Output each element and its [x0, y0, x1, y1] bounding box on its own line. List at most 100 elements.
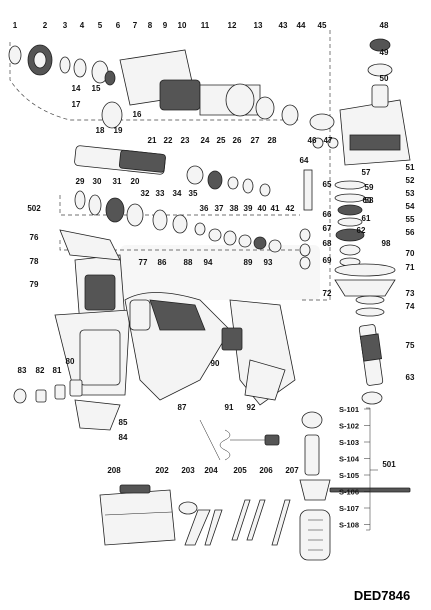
callout-30: 30 — [93, 177, 102, 186]
callout-85: 85 — [119, 418, 128, 427]
callout-8: 8 — [148, 21, 153, 30]
callout-88: 88 — [184, 258, 193, 267]
callout-24: 24 — [201, 136, 210, 145]
callout-9: 9 — [163, 21, 168, 30]
callout-501: 501 — [382, 460, 396, 469]
callout-98: 98 — [382, 239, 391, 248]
watermark — [120, 245, 320, 300]
callout-20: 20 — [131, 177, 140, 186]
callout-3: 3 — [63, 21, 68, 30]
callout-13: 13 — [254, 21, 263, 30]
callout-45: 45 — [318, 21, 327, 30]
callout-19: 19 — [114, 126, 123, 135]
callout-80: 80 — [66, 357, 75, 366]
model-code: DED7846 — [354, 588, 410, 603]
side-handle-kit — [299, 411, 411, 561]
callout-93: 93 — [264, 258, 273, 267]
callout-86: 86 — [158, 258, 167, 267]
callout-74: 74 — [406, 302, 415, 311]
callout-2: 2 — [43, 21, 48, 30]
guide-lower — [59, 240, 300, 251]
callout-34: 34 — [173, 189, 182, 198]
callout-64: 64 — [300, 156, 309, 165]
callout-12: 12 — [228, 21, 237, 30]
stator-housing — [54, 229, 131, 396]
callout-6: 6 — [116, 21, 121, 30]
callout-49: 49 — [380, 48, 389, 57]
callout-32: 32 — [141, 189, 150, 198]
callout-37: 37 — [215, 204, 224, 213]
side-kit-label-s-105: S-105 — [339, 471, 359, 480]
callout-55: 55 — [406, 215, 415, 224]
callout-203: 203 — [181, 466, 195, 475]
callout-63: 63 — [406, 373, 415, 382]
callout-11: 11 — [201, 21, 210, 30]
callout-7: 7 — [133, 21, 138, 30]
callout-205: 205 — [233, 466, 247, 475]
callout-87: 87 — [178, 403, 187, 412]
side-kit-label-s-107: S-107 — [339, 504, 359, 513]
callout-31: 31 — [113, 177, 122, 186]
callout-28: 28 — [268, 136, 277, 145]
spindle-assembly — [74, 101, 271, 197]
side-kit-label-s-101: S-101 — [339, 405, 359, 414]
guide-upper — [9, 42, 300, 121]
clutch-assembly — [74, 190, 282, 253]
callout-25: 25 — [217, 136, 226, 145]
callout-22: 22 — [164, 136, 173, 145]
armature — [358, 324, 384, 405]
callout-26: 26 — [233, 136, 242, 145]
callout-27: 27 — [251, 136, 260, 145]
callout-52: 52 — [406, 176, 415, 185]
plate-and-seal — [334, 263, 396, 317]
callout-91: 91 — [225, 403, 234, 412]
side-kit-label-s-104: S-104 — [339, 455, 360, 464]
callout-206: 206 — [259, 466, 273, 475]
callout-70: 70 — [406, 249, 415, 258]
callout-14: 14 — [72, 84, 81, 93]
callout-17: 17 — [72, 100, 81, 109]
callout-15: 15 — [92, 84, 101, 93]
callout-62: 62 — [357, 226, 366, 235]
right-gear-stack — [299, 169, 366, 270]
callout-76: 76 — [30, 233, 39, 242]
callout-5: 5 — [98, 21, 103, 30]
callout-502: 502 — [27, 204, 41, 213]
callout-50: 50 — [380, 74, 389, 83]
callout-83: 83 — [18, 366, 27, 375]
callout-18: 18 — [96, 126, 105, 135]
carry-case — [99, 484, 176, 546]
callout-58: 58 — [365, 196, 374, 205]
callout-4: 4 — [80, 21, 85, 30]
callout-92: 92 — [247, 403, 256, 412]
callout-43: 43 — [279, 21, 288, 30]
callout-29: 29 — [76, 177, 85, 186]
brush-holder-parts — [13, 379, 121, 431]
side-kit-label-s-106: S-106 — [339, 488, 359, 497]
handle-assembly — [221, 299, 296, 406]
callout-94: 94 — [204, 258, 213, 267]
callout-40: 40 — [258, 204, 267, 213]
callout-71: 71 — [406, 263, 415, 272]
callout-59: 59 — [365, 183, 374, 192]
callout-36: 36 — [200, 204, 209, 213]
drill-bits — [178, 499, 291, 546]
guide-right — [300, 30, 331, 301]
callout-73: 73 — [406, 289, 415, 298]
callout-208: 208 — [107, 466, 121, 475]
callout-89: 89 — [244, 258, 253, 267]
callout-39: 39 — [244, 204, 253, 213]
callout-54: 54 — [406, 202, 415, 211]
side-kit-label-s-102: S-102 — [339, 422, 359, 431]
callout-23: 23 — [181, 136, 190, 145]
callout-33: 33 — [156, 189, 165, 198]
callout-21: 21 — [148, 136, 157, 145]
callout-90: 90 — [211, 359, 220, 368]
chuck-assembly — [8, 44, 116, 86]
callout-10: 10 — [178, 21, 187, 30]
callout-77: 77 — [139, 258, 148, 267]
